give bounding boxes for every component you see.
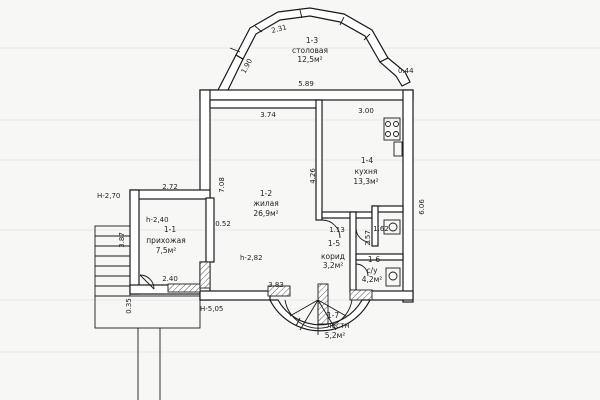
dim-corridor-w: 1.13 — [329, 226, 345, 234]
entrance-steps — [94, 225, 201, 400]
dim-kitchen-side: 6.06 — [418, 199, 426, 215]
room-hall-id: 1-1 — [164, 225, 176, 234]
room-hall-name: прихожая — [146, 236, 185, 245]
room-living-id: 1-2 — [260, 189, 272, 198]
room-stair-name: лестн — [327, 321, 350, 330]
dim-bay-arc: 2.31 — [271, 23, 288, 35]
room-wc-name: с/у — [366, 266, 378, 275]
dim-living-top: 3.74 — [260, 111, 276, 119]
dim-step: 0.35 — [125, 298, 133, 314]
room-kitchen-area: 13,3м² — [353, 177, 378, 186]
elev-505: Н-5,05 — [200, 305, 223, 313]
dim-hall-side: 3.87 — [118, 232, 126, 248]
room-stair-area: 5,2м² — [325, 331, 346, 340]
room-dining-name: столовая — [292, 46, 328, 55]
internal-walls — [205, 99, 404, 293]
bay-window-walls — [209, 7, 411, 95]
elevation-labels: Н-2,70 h-2,40 h-2,82 Н-5,05 — [97, 192, 263, 313]
dim-corridor-side: 2.57 — [364, 230, 372, 246]
room-wc-id: 1-6 — [368, 255, 380, 264]
room-hall-area: 7,5м² — [156, 246, 177, 255]
dim-bay-right: 0.44 — [398, 67, 414, 75]
room-dining-id: 1-3 — [306, 36, 318, 45]
dim-hall-bottom: 2.40 — [162, 275, 178, 283]
room-corridor-id: 1-5 — [328, 239, 340, 248]
room-wc-area: 4,2м² — [362, 275, 383, 284]
dimension-labels: 2.31 1.90 0.44 5.89 3.74 3.00 7.08 4.26 … — [118, 23, 426, 313]
room-stair-id: 1-7 — [327, 311, 339, 320]
elev-282: h-2,82 — [240, 254, 263, 262]
kitchen-fixtures — [383, 117, 403, 287]
room-living-name: жилая — [253, 199, 279, 208]
dim-wall-seg: 0.52 — [215, 220, 231, 228]
room-dining-area: 12,5м² — [297, 55, 322, 64]
dim-hall-top: 2.72 — [162, 183, 178, 191]
dim-top-span: 5.89 — [298, 80, 314, 88]
elev-270: Н-2,70 — [97, 192, 120, 200]
elev-240: h-2,40 — [146, 216, 169, 224]
room-living-area: 26,9м² — [253, 209, 278, 218]
dim-living-height: 7.08 — [218, 177, 226, 193]
door-swings — [139, 219, 371, 290]
room-kitchen-name: кухня — [355, 167, 378, 176]
dim-stair-top: 3.83 — [268, 281, 284, 289]
room-labels: 1-3 столовая 12,5м² 1-2 жилая 26,9м² 1-4… — [146, 36, 382, 340]
dim-partition: 4.26 — [309, 168, 317, 184]
room-kitchen-id: 1-4 — [361, 156, 373, 165]
dim-wc-box: 1.62 — [373, 225, 389, 233]
room-corridor-area: 3,2м² — [323, 261, 344, 270]
scan-texture — [0, 47, 600, 353]
dim-kitchen-top: 3.00 — [358, 107, 374, 115]
room-corridor-name: корид — [321, 252, 345, 261]
spiral-stair — [269, 299, 371, 335]
